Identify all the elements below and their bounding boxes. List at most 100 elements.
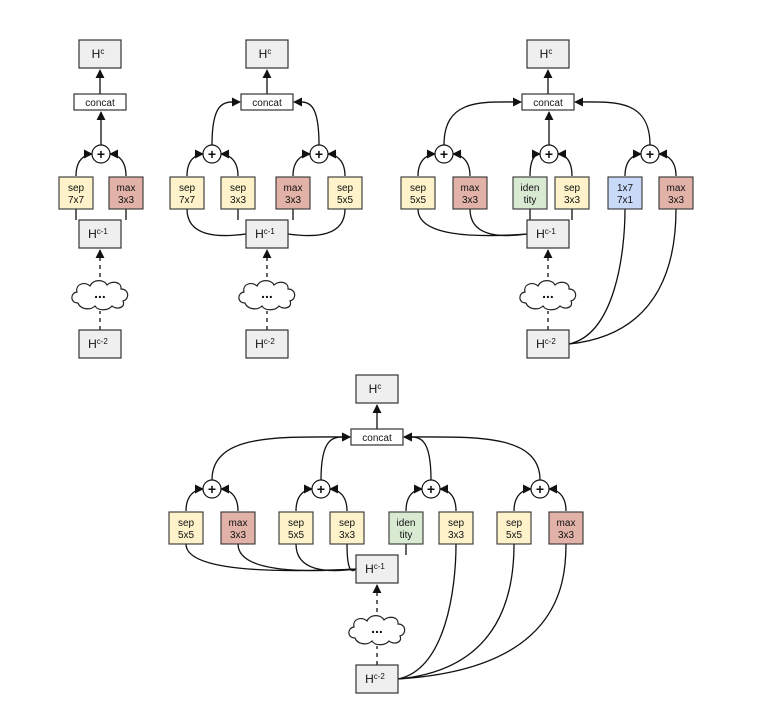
cell2-op-2-box [220, 176, 256, 210]
cell3-add-node-2-symbol: + [545, 146, 553, 162]
cell2-op-1-to-add [186, 149, 204, 177]
cell3-add-node-2: + [539, 144, 559, 164]
cell1-prev2-state-superscript: c-2 [97, 337, 109, 346]
cell4-op-1-box [168, 511, 204, 545]
cell3-add-node-1-circle [434, 144, 454, 164]
cell3-op-2-line2: 3x3 [462, 195, 479, 206]
cell4-op-4-line1: sep [339, 518, 356, 529]
cell3-op-4-box [554, 176, 590, 210]
cell1-prev2-state: Hc-2 [78, 329, 122, 359]
cell3-op-4-to-add [557, 149, 573, 177]
cell4-op-8-line1: max [557, 518, 576, 529]
cell4-op-3-line2: 5x5 [288, 530, 305, 541]
cell4-add-node-3-circle [421, 479, 441, 499]
cell2-output-state-superscript: c [267, 47, 271, 56]
cell2-prev-state: Hc-1 [245, 219, 289, 249]
cell4-prev2-to-op-8 [397, 543, 567, 680]
cell3-op-6-line2: 3x3 [668, 195, 685, 206]
cell2-op-1-box [169, 176, 205, 210]
cell4-op-3-to-add [295, 484, 313, 512]
cell3-op-4-line2: 3x3 [564, 195, 581, 206]
cell2-add-node-2: + [309, 144, 329, 164]
cell2-op-4-line2: 5x5 [337, 195, 354, 206]
cell4-output-state-superscript: c [377, 382, 381, 391]
cell4-add-node-4: + [530, 479, 550, 499]
nodes-layer: Hcconcat+sep7x7max3x3Hc-1...Hc-2Hcconcat… [58, 39, 694, 694]
cell4-cloud-ellipsis: ... [371, 620, 383, 636]
cell2-cloud-ellipsis: ... [261, 285, 273, 301]
cell1-op-2-to-add [109, 149, 127, 177]
cell4-concat-node: concat [350, 428, 404, 446]
cell3-prev2-state-box [526, 329, 570, 359]
cell4-prev2-to-op-7 [397, 543, 515, 680]
cell3-add-node-1: + [434, 144, 454, 164]
cell2-add-node-2-to-concat [293, 97, 320, 146]
cell4-op-7-box [496, 511, 532, 545]
cell3-concat-node-label: concat [533, 98, 563, 109]
cell1-output-state: Hc [78, 39, 122, 69]
cell4-prev2-state-superscript: c-2 [374, 672, 386, 681]
cell4-op-6-to-add [439, 484, 457, 512]
cell4-prev-to-op-1 [185, 543, 357, 572]
cell4-op-2-line2: 3x3 [230, 530, 247, 541]
cell3-op-3-box [512, 176, 548, 210]
cell4-op-1-line2: 5x5 [178, 530, 195, 541]
cell3-op-5-line2: 7x1 [617, 195, 634, 206]
cell4-add-node-4-symbol: + [536, 481, 544, 497]
cell3-output-state-box [526, 39, 570, 69]
cell3-op-5-line1: 1x7 [617, 183, 634, 194]
cell4-add-node-2-symbol: + [317, 481, 325, 497]
cell3-prev-state-superscript: c-1 [545, 227, 557, 236]
cell2-op-2-line2: 3x3 [230, 195, 247, 206]
cell1-add-node-1-symbol: + [97, 146, 105, 162]
cell4-op-2-box [220, 511, 256, 545]
cell3-prev2-to-op-5 [568, 208, 626, 345]
cell3-op-6-line1: max [667, 183, 686, 194]
cell1-concat-node-box [73, 93, 127, 111]
cell3-prev-state-box [526, 219, 570, 249]
cell2-op-2-line1: sep [230, 183, 247, 194]
cell3-prev2-state: Hc-2 [526, 329, 570, 359]
cell1-prev-state-superscript: c-1 [97, 227, 109, 236]
cell4-concat-node-label: concat [362, 433, 392, 444]
cell4-prev-to-op-4 [346, 543, 357, 572]
cell1-op-1-box [58, 176, 94, 210]
cell1-op-1-line2: 7x7 [68, 195, 85, 206]
cell2-concat-node-label: concat [252, 98, 282, 109]
cell2-add-node-1-to-concat [211, 97, 241, 146]
cell2-add-node-2-circle [309, 144, 329, 164]
cell3-op-2-box [452, 176, 488, 210]
cell4-op-8-to-add [548, 484, 567, 512]
cell3-concat-node-box [521, 93, 575, 111]
cell3-output-state: Hc [526, 39, 570, 69]
cell4-op-4-box [329, 511, 365, 545]
cell2-op-4-to-add [327, 149, 346, 177]
cell4-add-node-2-circle [311, 479, 331, 499]
cell4-add-node-1-circle [202, 479, 222, 499]
cell2-op-2-to-add [220, 149, 239, 177]
cell3-add-node-3-to-concat [574, 97, 651, 146]
cell2-prev2-state: Hc-2 [245, 329, 289, 359]
cell3-op-1-line2: 5x5 [410, 195, 427, 206]
cell4-prev2-state: Hc-2 [355, 664, 399, 694]
cell1-output-state-superscript: c [100, 47, 104, 56]
cell2-op-3-box [275, 176, 311, 210]
cell4-op-6-line1: sep [448, 518, 465, 529]
cell4-add-node-3-symbol: + [427, 481, 435, 497]
cell4-op-5-box [388, 511, 424, 545]
cell3-op-3-line1: iden [521, 183, 540, 194]
cell3-op-3-to-add [529, 149, 541, 177]
cell4-op-2-to-add [220, 484, 239, 512]
cell2-output-state: Hc [245, 39, 289, 69]
cell4-concat-node-box [350, 428, 404, 446]
cell1-op-2-box [108, 176, 144, 210]
cell4-prev-state-box [355, 554, 399, 584]
